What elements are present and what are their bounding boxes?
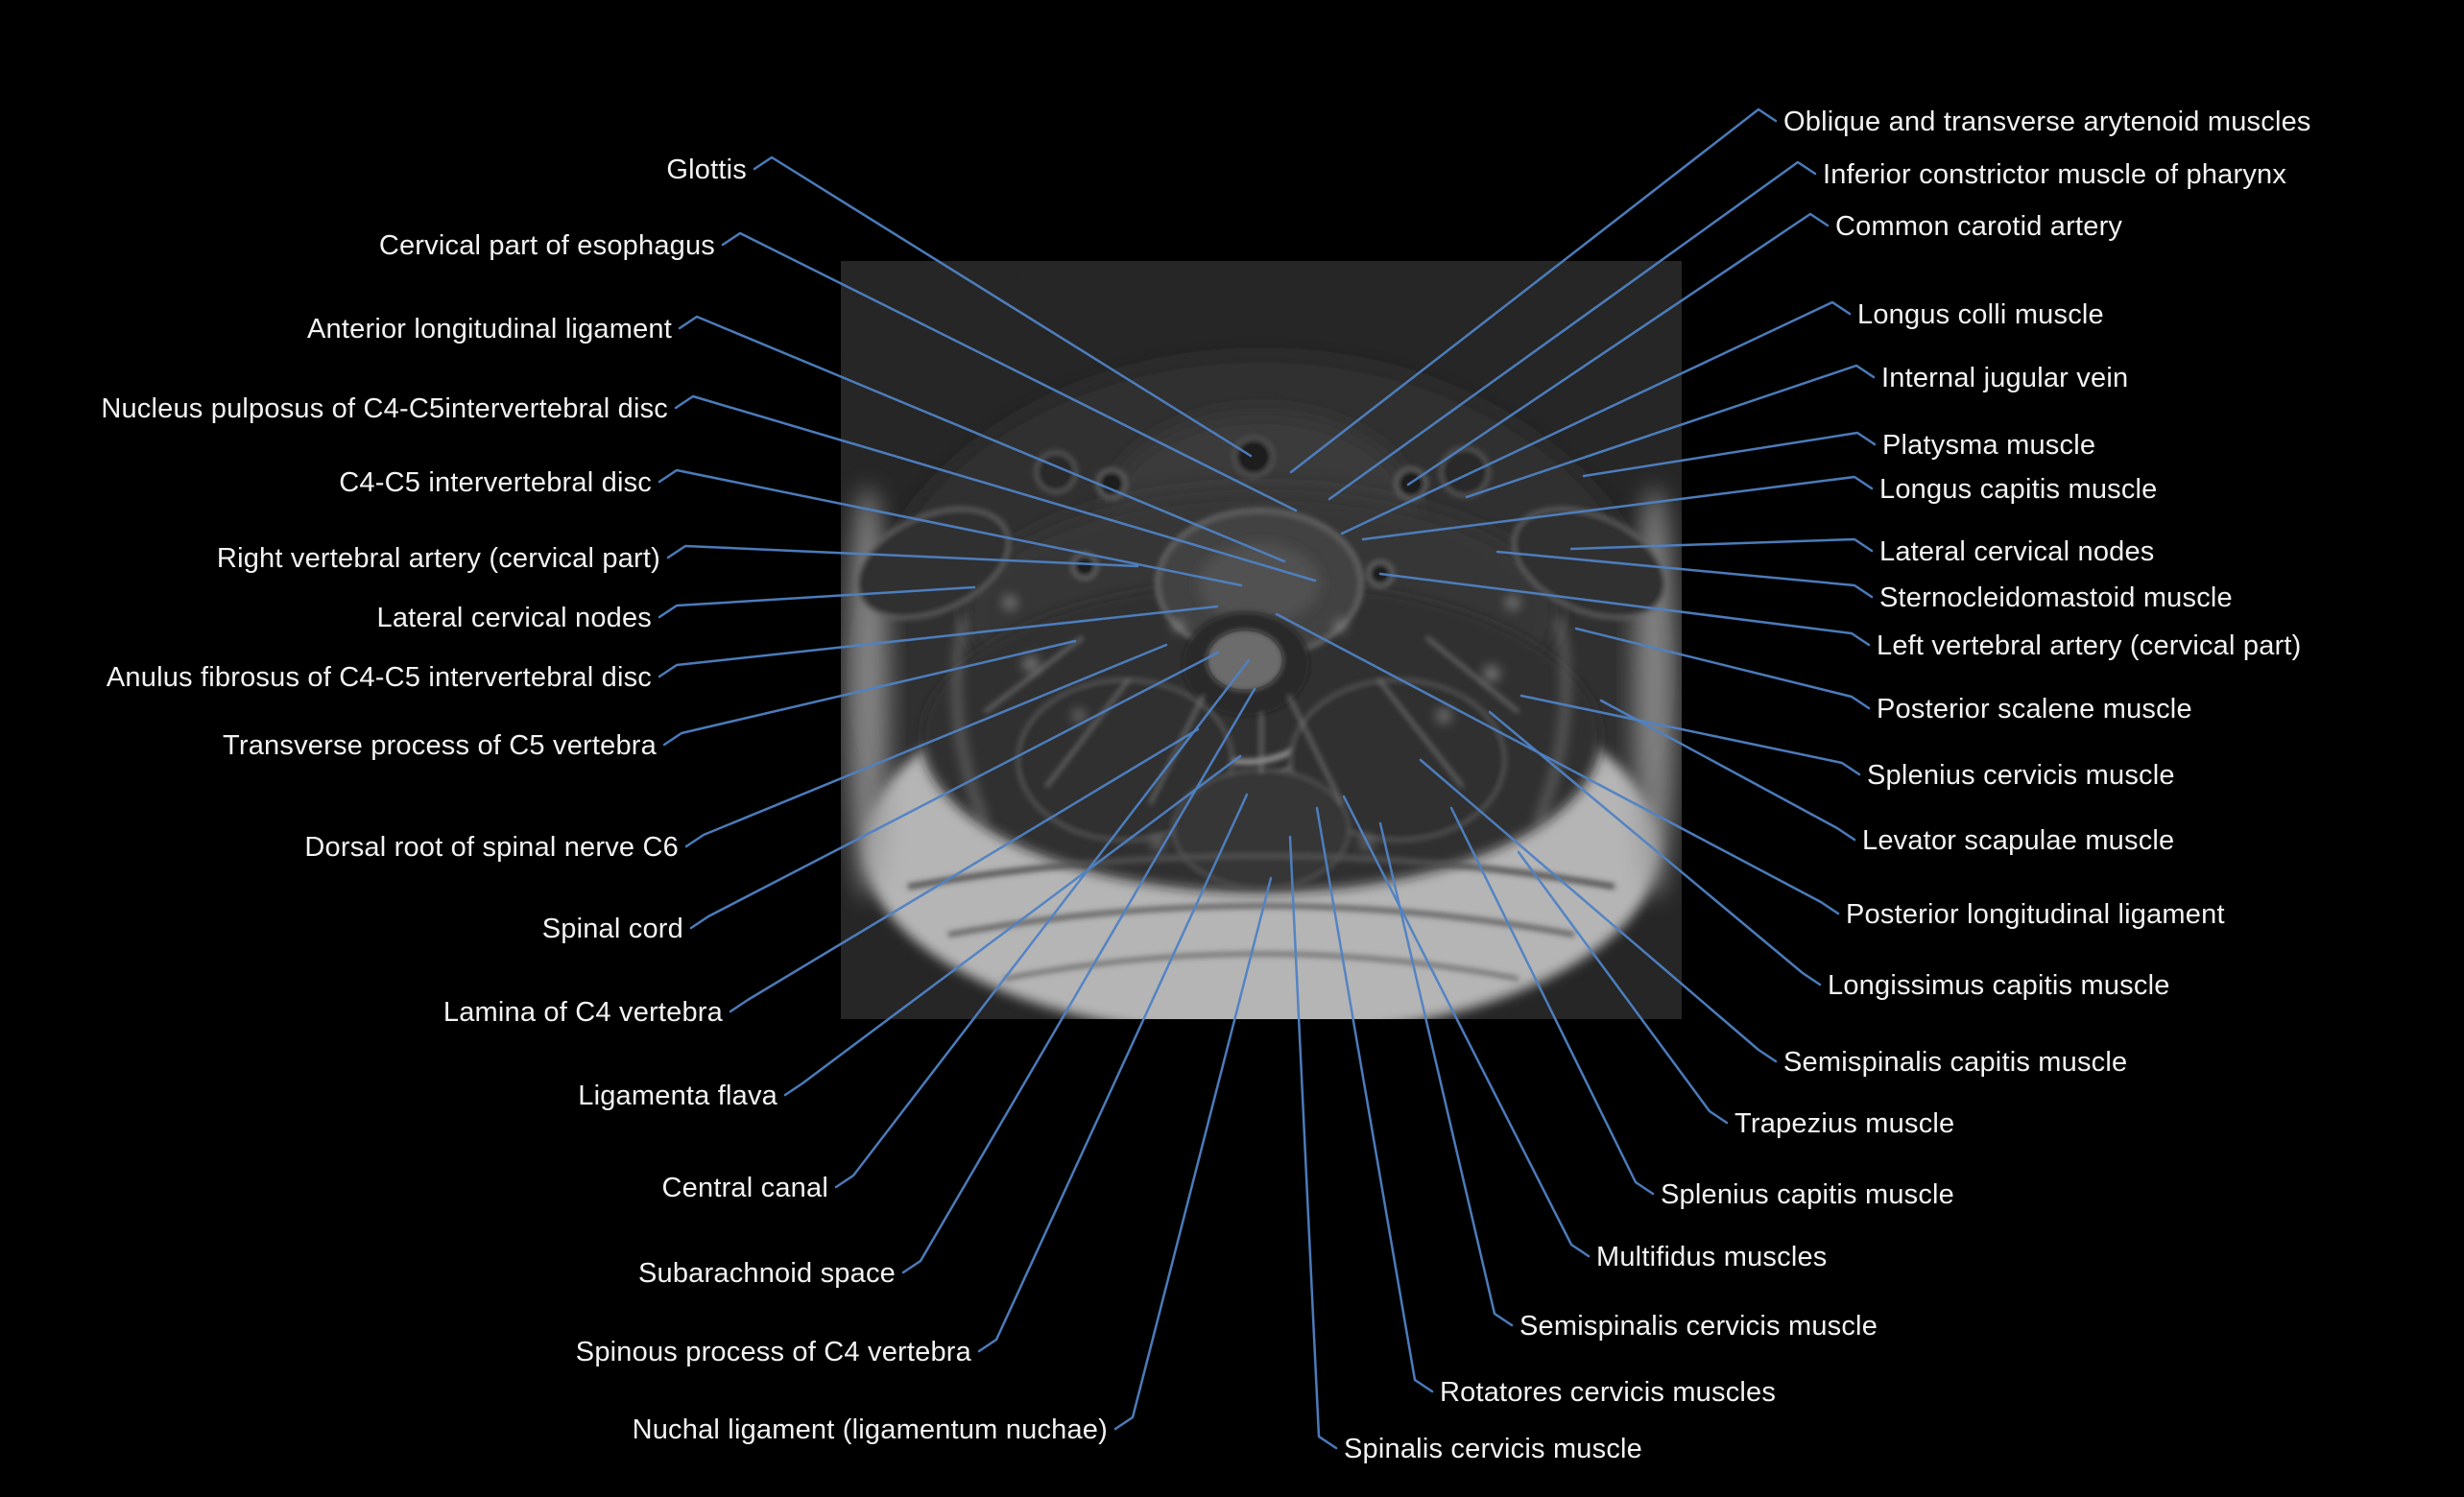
anatomy-label-right: Inferior constrictor muscle of pharynx [1823, 158, 2287, 190]
anatomy-label-right: Spinalis cervicis muscle [1344, 1433, 1642, 1464]
anatomy-label-left: Lamina of C4 vertebra [443, 996, 723, 1028]
anatomy-label-left: C4-C5 intervertebral disc [339, 466, 652, 498]
anatomy-label-right: Lateral cervical nodes [1879, 535, 2155, 567]
anatomy-label-right: Semispinalis capitis muscle [1783, 1046, 2128, 1078]
anatomy-label-left: Spinal cord [541, 913, 683, 944]
anatomy-label-right: Oblique and transverse arytenoid muscles [1783, 106, 2311, 137]
anatomy-label-right: Splenius cervicis muscle [1867, 759, 2175, 791]
anatomy-label-left: Dorsal root of spinal nerve C6 [304, 831, 679, 863]
anatomy-label-left: Anterior longitudinal ligament [307, 313, 672, 345]
anatomy-label-left: Nucleus pulposus of C4-C5intervertebral … [101, 392, 668, 424]
anatomy-label-right: Sternocleidomastoid muscle [1879, 582, 2233, 613]
anatomy-label-left: Glottis [666, 154, 747, 185]
anatomy-label-right: Longus colli muscle [1857, 298, 2104, 330]
anatomy-label-left: Transverse process of C5 vertebra [223, 729, 657, 761]
anatomy-label-left: Lateral cervical nodes [376, 602, 652, 633]
anatomy-label-left: Cervical part of esophagus [378, 229, 715, 261]
anatomy-label-right: Posterior scalene muscle [1877, 693, 2192, 725]
anatomy-label-right: Trapezius muscle [1734, 1107, 1955, 1139]
anatomy-label-left: Spinous process of C4 vertebra [575, 1336, 971, 1367]
anatomy-label-left: Nuchal ligament (ligamentum nuchae) [632, 1414, 1108, 1445]
anatomy-label-right: Longus capitis muscle [1879, 473, 2158, 505]
anatomy-label-right: Left vertebral artery (cervical part) [1877, 630, 2302, 661]
anatomy-label-left: Ligamenta flava [578, 1080, 777, 1111]
anatomy-label-right: Internal jugular vein [1881, 362, 2129, 393]
anatomy-label-right: Common carotid artery [1835, 210, 2123, 242]
anatomy-label-right: Multifidus muscles [1596, 1241, 1828, 1272]
anatomy-label-left: Central canal [661, 1172, 828, 1203]
anatomy-label-right: Semispinalis cervicis muscle [1519, 1310, 1878, 1342]
anatomy-label-left: Subarachnoid space [637, 1257, 896, 1289]
anatomy-label-left: Right vertebral artery (cervical part) [216, 542, 660, 574]
anatomy-label-left: Anulus fibrosus of C4-C5 intervertebral … [106, 661, 652, 693]
anatomy-label-right: Posterior longitudinal ligament [1846, 898, 2225, 930]
anatomy-label-right: Platysma muscle [1882, 429, 2096, 461]
anatomy-label-right: Levator scapulae muscle [1862, 824, 2175, 856]
anatomy-label-right: Rotatores cervicis muscles [1440, 1376, 1777, 1408]
anatomy-label-right: Splenius capitis muscle [1661, 1178, 1955, 1210]
anatomy-label-right: Longissimus capitis muscle [1828, 969, 2170, 1001]
